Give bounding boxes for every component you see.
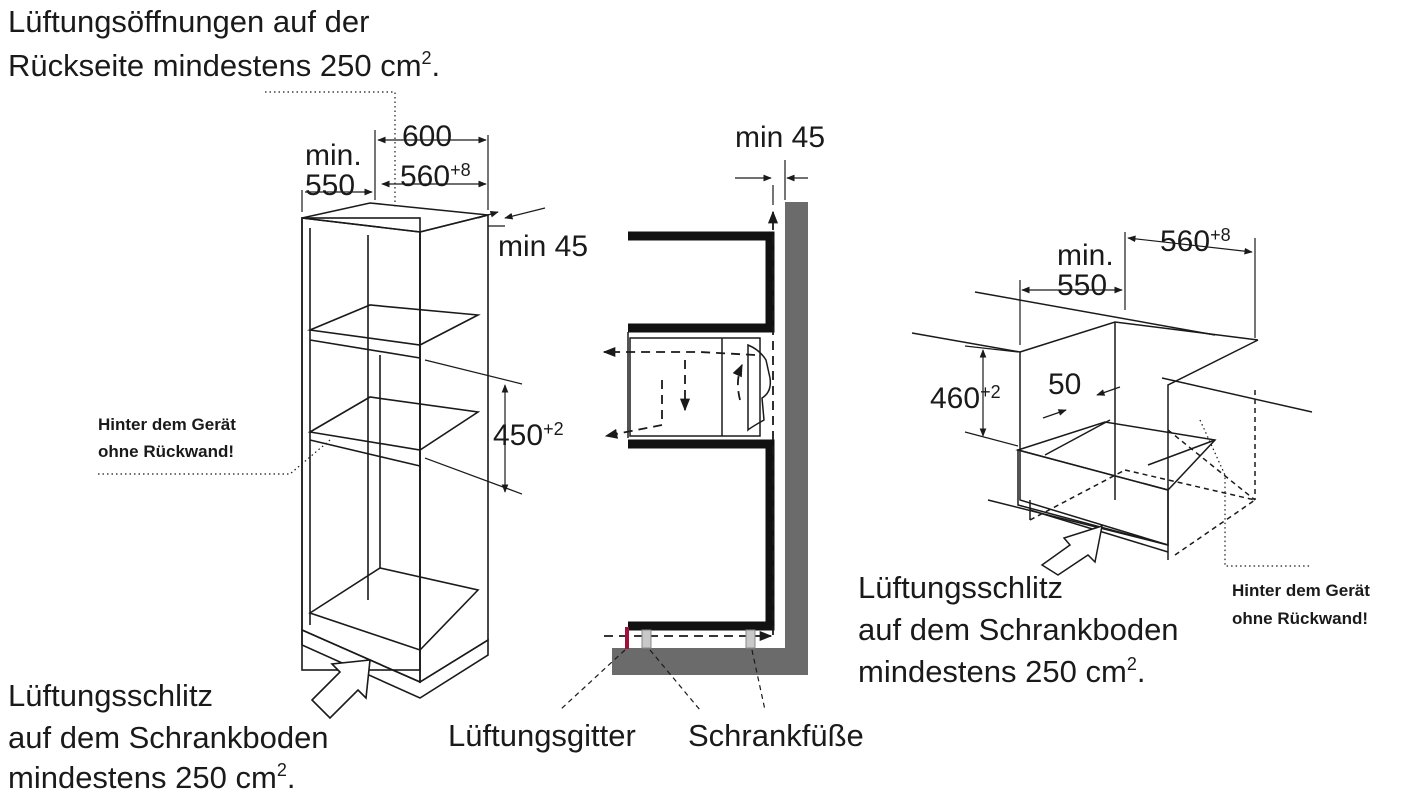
behind-right-line2: ohne Rückwand! (1232, 609, 1368, 628)
grille-label: Lüftungsgitter (448, 718, 636, 753)
cross-section: min 45 Lüftungsgitter Schrankfüße (448, 121, 864, 753)
height-450: 450 (493, 419, 543, 452)
right-width-560: 560 (1160, 225, 1210, 258)
grille (625, 627, 629, 649)
tol-plus2: +2 (543, 419, 564, 439)
shelf-upper (306, 304, 481, 346)
svg-text:mindestens 250 cm2.: mindestens 250 cm2. (858, 654, 1145, 689)
feet-label: Schrankfüße (688, 718, 864, 753)
min-label: min. (305, 139, 362, 172)
tol-plus8: +8 (450, 160, 471, 180)
depth-550: 550 (305, 169, 355, 202)
bottom-right-line1: Lüftungsschlitz (858, 570, 1063, 605)
cabinet-front-side (301, 217, 421, 671)
right-tol-plus8: +8 (1210, 225, 1231, 245)
bottom-left-line2: auf dem Schrankboden (8, 720, 329, 755)
bottom-right-line3: mindestens 250 cm (858, 654, 1127, 689)
bottom-left-sup: 2 (277, 760, 287, 780)
height-460: 460 (930, 382, 980, 415)
oven-section (627, 332, 772, 438)
svg-text:mindestens 250 cm2.: mindestens 250 cm2. (8, 760, 295, 794)
bottom-right-line2: auf dem Schrankboden (858, 612, 1179, 647)
bottom-right-note: Lüftungsschlitz auf dem Schrankboden min… (858, 570, 1179, 689)
air-inlet-arrow-left (310, 659, 371, 720)
foot-left (641, 629, 652, 649)
bottom-left-end: . (287, 760, 296, 794)
behind-right-note: Hinter dem Gerät ohne Rückwand! (1199, 419, 1370, 628)
min45-left: min 45 (498, 230, 588, 263)
min45-center: min 45 (735, 121, 825, 154)
shelf-bottom (308, 567, 480, 651)
right-dimensions: min. 550 560+8 460+2 50 (930, 225, 1256, 447)
width-600: 600 (402, 120, 452, 153)
svg-text:460+2: 460+2 (930, 382, 1001, 415)
rear-vent-end: . (432, 48, 441, 83)
gap-50: 50 (1048, 368, 1081, 401)
bottom-right-end: . (1137, 654, 1146, 689)
width-560: 560 (400, 160, 450, 193)
cabinet-plinth (301, 628, 489, 699)
svg-text:560+8: 560+8 (400, 160, 471, 193)
rear-vent-line1: Lüftungsöffnungen auf der (8, 4, 369, 39)
behind-left-line1: Hinter dem Gerät (98, 415, 236, 434)
rear-vent-line2: Rückseite mindestens 250 cm (8, 48, 422, 83)
right-tol-plus2: +2 (980, 382, 1001, 402)
bottom-right-sup: 2 (1127, 654, 1137, 674)
lower-cabinet-section (628, 439, 775, 631)
foot-right (745, 629, 756, 649)
cabinet-right-panel (419, 213, 489, 684)
rear-vent-sup: 2 (422, 48, 432, 68)
left-dimensions: min. 550 600 560+8 min 45 450+2 (301, 120, 588, 495)
airflow (602, 210, 779, 642)
behind-left-note: Hinter dem Gerät ohne Rückwand! (98, 415, 331, 475)
behind-right-line1: Hinter dem Gerät (1232, 581, 1370, 600)
air-inlet-arrow-right (1040, 524, 1103, 576)
shelf-middle (307, 396, 481, 451)
bottom-left-note: Lüftungsschlitz auf dem Schrankboden min… (8, 678, 329, 794)
wall (612, 202, 808, 675)
tall-cabinet (301, 202, 489, 699)
right-min-label: min. (1057, 239, 1114, 272)
cabinet-left-panel (301, 217, 421, 684)
svg-text:560+8: 560+8 (1160, 225, 1231, 258)
rear-vent-note: Lüftungsöffnungen auf der Rückseite mind… (8, 4, 440, 208)
upper-cabinet-section (628, 231, 775, 333)
svg-text:Rückseite mindestens 250 cm2.: Rückseite mindestens 250 cm2. (8, 48, 440, 83)
rear-vent-leader (265, 91, 396, 208)
bottom-left-line1: Lüftungsschlitz (8, 678, 213, 713)
undercounter-cabinet (911, 291, 1313, 560)
bottom-left-line3: mindestens 250 cm (8, 760, 277, 794)
behind-left-line2: ohne Rückwand! (98, 442, 234, 461)
svg-text:450+2: 450+2 (493, 419, 564, 452)
right-depth-550: 550 (1057, 269, 1107, 302)
